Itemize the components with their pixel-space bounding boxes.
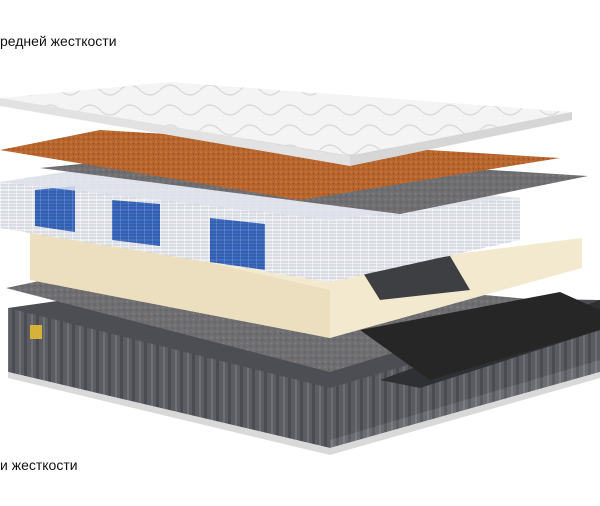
dark-sheet-layer <box>360 292 600 380</box>
coconut-coir-layer <box>0 130 560 200</box>
brand-tag-icon <box>30 325 42 339</box>
firmness-label-medium: редней жесткости <box>0 33 117 49</box>
firmness-label-bottom: и жесткости <box>0 457 78 473</box>
quilted-top-cover <box>0 82 572 166</box>
